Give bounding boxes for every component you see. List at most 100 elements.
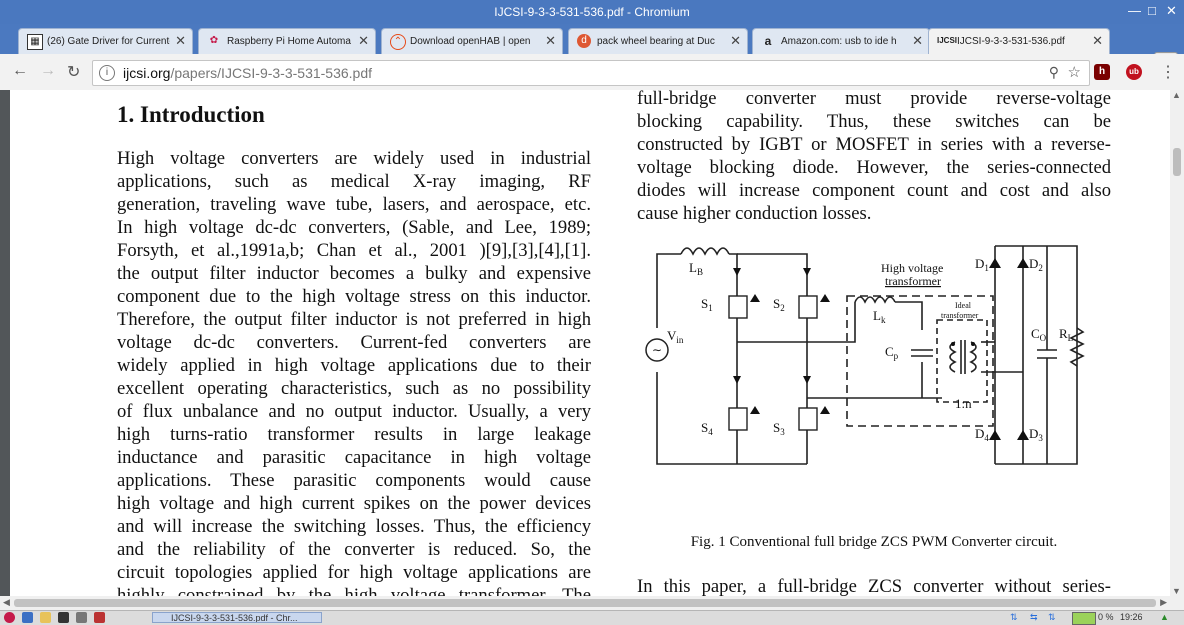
url-text[interactable]: ijcsi.org/papers/IJCSI-9-3-3-531-536.pdf — [123, 65, 373, 81]
tab-label: Raspberry Pi Home Automa — [227, 36, 351, 47]
text-line: In high voltage dc-dc converters, (Sable… — [117, 217, 591, 238]
text-line: constructed by IGBT or MOSFET in series … — [637, 134, 1111, 155]
right-column: full-bridge converter must provide rever… — [637, 90, 1111, 225]
label-s1: S1 — [701, 296, 713, 313]
label-d2: D2 — [1029, 256, 1043, 273]
terminal-icon[interactable] — [58, 612, 69, 623]
text-line: applications, such as medical X-ray imag… — [117, 171, 591, 192]
network-icon[interactable]: ⇆ — [1030, 612, 1038, 622]
body-text-continued: In this paper, a full-bridge ZCS convert… — [637, 576, 1111, 596]
text-line: and the reliability of the converter is … — [117, 539, 591, 560]
star-icon[interactable]: ☆ — [1067, 64, 1081, 81]
tab-duckduckgo[interactable]: d pack wheel bearing at Duc ✕ — [568, 28, 748, 54]
pdf-viewer[interactable]: 1. Introduction High voltage converters … — [0, 90, 1170, 596]
scroll-up-icon[interactable]: ▲ — [1172, 90, 1181, 100]
text-line: high turns-ratio transformer results in … — [117, 424, 591, 445]
label-s2: S2 — [773, 296, 785, 313]
tab-label: Amazon.com: usb to ide h — [781, 36, 897, 47]
text-line: the output filter inductor becomes a bul… — [117, 263, 591, 284]
forward-icon[interactable]: → — [40, 62, 56, 79]
bluetooth-icon[interactable]: ⇅ — [1010, 612, 1018, 622]
vertical-scroll-thumb[interactable] — [1173, 148, 1181, 176]
close-tab-icon[interactable]: ✕ — [358, 33, 369, 48]
label-hv-transformer-2: transformer — [885, 274, 941, 288]
volume-percent[interactable]: 0 % — [1098, 612, 1114, 622]
tab-label: (26) Gate Driver for Current- — [47, 36, 170, 47]
label-rl: RL — [1059, 326, 1073, 343]
tab-openhab[interactable]: ⌃ Download openHAB | open ✕ — [381, 28, 563, 54]
raspberry-icon: ✿ — [209, 35, 219, 46]
maximize-icon[interactable]: □ — [1148, 3, 1156, 18]
label-hv-transformer-1: High voltage — [881, 261, 943, 275]
text-line: high voltage and high current spikes on … — [117, 493, 591, 514]
text-line: component due to the high voltage stress… — [117, 286, 591, 307]
scroll-right-icon[interactable]: ▶ — [1160, 597, 1167, 607]
text-line: inductance and parasitic capacitance in … — [117, 447, 591, 468]
label-d4: D4 — [975, 426, 989, 443]
close-tab-icon[interactable]: ✕ — [1092, 33, 1103, 48]
scroll-left-icon[interactable]: ◀ — [3, 597, 10, 607]
tab-amazon[interactable]: a Amazon.com: usb to ide h ✕ — [752, 28, 930, 54]
text-line: Therefore, the output filter inductor is… — [117, 309, 591, 330]
text-line: of flux unbalance and no output inductor… — [117, 401, 591, 422]
minimize-icon[interactable]: — — [1128, 3, 1141, 18]
text-line: Forsyth, et al.,1991a,b; Chan et al., 20… — [117, 240, 591, 261]
window-titlebar: IJCSI-9-3-3-531-536.pdf - Chromium — □ ✕ — [0, 0, 1184, 24]
close-tab-icon[interactable]: ✕ — [912, 33, 923, 48]
text-line: voltage blocking diode. However, the ser… — [637, 157, 1111, 178]
back-icon[interactable]: ← — [12, 62, 28, 79]
label-d1: D1 — [975, 256, 989, 273]
site-info-icon[interactable]: i — [99, 65, 115, 81]
reload-icon[interactable]: ↻ — [67, 64, 81, 81]
browser-launcher-icon[interactable] — [22, 612, 33, 623]
label-lk: Lk — [873, 308, 886, 325]
text-line: cause higher conduction losses. — [637, 203, 872, 224]
settings-icon[interactable] — [76, 612, 87, 623]
svg-text:∼: ∼ — [652, 343, 662, 357]
horizontal-scrollbar[interactable]: ◀ ▶ — [0, 596, 1170, 610]
ijcsi-icon: IJCSI — [937, 36, 958, 45]
close-tab-icon[interactable]: ✕ — [175, 33, 186, 48]
scroll-down-icon[interactable]: ▼ — [1172, 586, 1181, 596]
label-ideal-1: Ideal — [955, 301, 972, 310]
text-line: diodes will increase component count and… — [637, 180, 1111, 201]
ublock-icon[interactable]: ub — [1126, 64, 1142, 80]
vertical-scrollbar[interactable]: ▲ ▼ — [1170, 90, 1184, 596]
menu-icon[interactable]: ⋮ — [1160, 64, 1176, 81]
close-tab-icon[interactable]: ✕ — [730, 33, 741, 48]
wifi-icon[interactable]: ▲ — [1160, 612, 1169, 622]
section-heading: 1. Introduction — [117, 102, 265, 127]
text-line: highly constrained by the high voltage t… — [117, 585, 591, 596]
text-line: widely applied in high voltage applicati… — [117, 355, 591, 376]
left-column: High voltage converters are widely used … — [117, 147, 591, 596]
clock[interactable]: 19:26 — [1120, 612, 1143, 622]
app-launcher-icon[interactable] — [94, 612, 105, 623]
label-vin: Vin — [667, 328, 684, 345]
text-line: circuit topologies applied for high volt… — [117, 562, 591, 583]
close-tab-icon[interactable]: ✕ — [545, 33, 556, 48]
circuit-figure: ∼ — [645, 245, 1085, 465]
label-s3: S3 — [773, 420, 785, 437]
window-title: IJCSI-9-3-3-531-536.pdf - Chromium — [494, 5, 690, 19]
file-manager-icon[interactable] — [40, 612, 51, 623]
text-line: and will increase the switching losses. … — [117, 516, 591, 537]
tab-ijcsi-pdf[interactable]: IJCSI IJCSI-9-3-3-531-536.pdf ✕ — [928, 28, 1110, 54]
label-cp: Cp — [885, 344, 899, 361]
raspberry-menu-icon[interactable] — [4, 612, 15, 623]
cpu-monitor — [1072, 612, 1096, 625]
magnifier-icon[interactable]: ⚲ — [1048, 64, 1059, 80]
h-extension-icon[interactable]: h — [1094, 64, 1110, 80]
amazon-icon: a — [764, 34, 772, 48]
close-icon[interactable]: ✕ — [1166, 3, 1177, 18]
label-d3: D3 — [1029, 426, 1043, 443]
horizontal-scroll-thumb[interactable] — [14, 599, 1156, 607]
tab-gate-driver[interactable]: ▦ (26) Gate Driver for Current- ✕ — [18, 28, 193, 54]
label-co: CO — [1031, 326, 1047, 343]
taskbar-task-chromium[interactable]: IJCSI-9-3-3-531-536.pdf - Chr... — [152, 612, 322, 623]
tab-label: IJCSI-9-3-3-531-536.pdf — [957, 36, 1065, 47]
transfer-icon[interactable]: ⇅ — [1048, 612, 1056, 622]
text-line: generation, traveling wave tube, lasers,… — [117, 194, 591, 215]
pdf-page: 1. Introduction High voltage converters … — [10, 90, 1170, 596]
address-bar[interactable]: i ijcsi.org/papers/IJCSI-9-3-3-531-536.p… — [92, 60, 1090, 86]
tab-raspberry-pi[interactable]: ✿ Raspberry Pi Home Automa ✕ — [198, 28, 376, 54]
